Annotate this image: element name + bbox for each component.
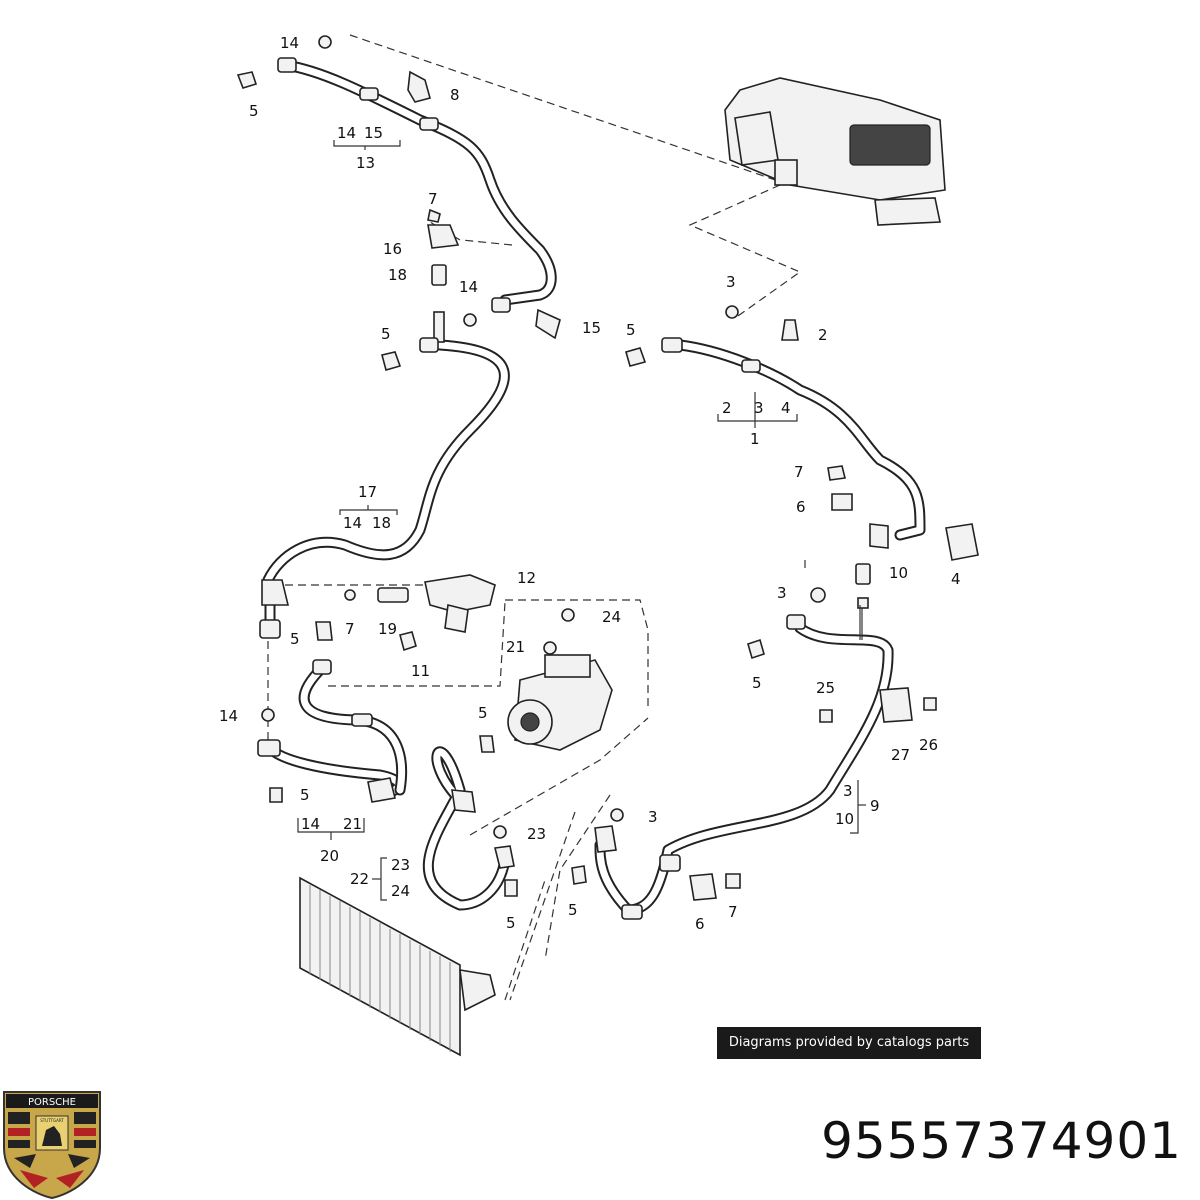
callout-label: 18 [388, 266, 407, 284]
callout-label: 17 [358, 483, 377, 501]
callout-label: 14 [343, 514, 362, 532]
callout-label: 5 [626, 321, 636, 339]
callout-label: 5 [290, 630, 300, 648]
callout-label: 26 [919, 736, 938, 754]
callout-label: 8 [450, 86, 460, 104]
callout-label: 14 [280, 34, 299, 52]
callout-label: 4 [781, 399, 791, 417]
callout-label: 5 [381, 325, 391, 343]
callout-label: 6 [695, 915, 705, 933]
callout-labels: 14 5 8 14 15 13 7 16 18 14 15 5 3 5 2 2 … [219, 34, 961, 933]
callout-label: 12 [517, 569, 536, 587]
callout-label: 20 [320, 847, 339, 865]
callout-label: 2 [722, 399, 732, 417]
condenser-radiator [299, 876, 496, 1057]
bracket-lines [297, 140, 866, 901]
callout-label: 24 [391, 882, 410, 900]
catalog-attribution-banner: Diagrams provided by catalogs parts [717, 1027, 981, 1059]
callout-label: 15 [582, 319, 601, 337]
callout-label: 3 [726, 273, 736, 291]
callout-label: 7 [345, 620, 355, 638]
callout-label: 16 [383, 240, 402, 258]
callout-label: 3 [754, 399, 764, 417]
callout-label: 3 [777, 584, 787, 602]
callout-label: 5 [752, 674, 762, 692]
porsche-crest-logo: PORSCHE STUTTGART [3, 1091, 101, 1200]
callout-label: 22 [350, 870, 369, 888]
callout-label: 1 [750, 430, 760, 448]
callout-label: 24 [602, 608, 621, 626]
callout-label: 25 [816, 679, 835, 697]
callout-label: 4 [951, 570, 961, 588]
callout-label: 7 [794, 463, 804, 481]
callout-label: 23 [391, 856, 410, 874]
dashed-leaders [267, 34, 806, 1001]
callout-label: 10 [889, 564, 908, 582]
callout-label: 5 [568, 901, 578, 919]
crest-city: STUTTGART [40, 1118, 64, 1123]
callout-label: 7 [428, 190, 438, 208]
callout-label: 3 [648, 808, 658, 826]
callout-label: 18 [372, 514, 391, 532]
callout-label: 5 [506, 914, 516, 932]
callout-label: 9 [870, 797, 880, 815]
callout-label: 21 [506, 638, 525, 656]
fittings-and-bolts [236, 35, 979, 920]
callout-label: 21 [343, 815, 362, 833]
callout-label: 14 [337, 124, 356, 142]
callout-label: 13 [356, 154, 375, 172]
callout-label: 27 [891, 746, 910, 764]
callout-label: 5 [300, 786, 310, 804]
callout-label: 10 [835, 810, 854, 828]
callout-label: 14 [301, 815, 320, 833]
callout-label: 23 [527, 825, 546, 843]
callout-label: 6 [796, 498, 806, 516]
callout-label: 15 [364, 124, 383, 142]
callout-label: 3 [843, 782, 853, 800]
part-number: 95557374901 [821, 1112, 1182, 1170]
callout-label: 14 [219, 707, 238, 725]
callout-label: 2 [818, 326, 828, 344]
callout-label: 11 [411, 662, 430, 680]
callout-label: 7 [728, 903, 738, 921]
crest-wordmark: PORSCHE [28, 1097, 76, 1108]
callout-label: 5 [249, 102, 259, 120]
callout-label: 19 [378, 620, 397, 638]
evaporator-housing [724, 77, 946, 226]
ac-compressor [507, 654, 613, 751]
callout-label: 5 [478, 704, 488, 722]
callout-label: 14 [459, 278, 478, 296]
